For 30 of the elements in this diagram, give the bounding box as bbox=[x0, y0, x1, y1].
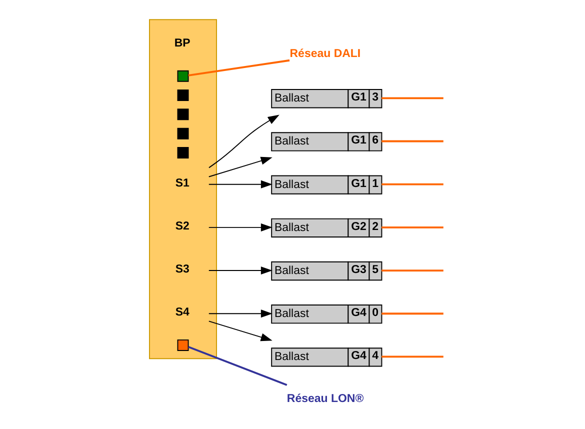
node-box bbox=[176, 146, 188, 158]
arrow bbox=[208, 310, 272, 318]
arrow bbox=[208, 180, 272, 188]
node-text: S4 bbox=[174, 306, 189, 319]
node-box bbox=[176, 108, 188, 120]
connector bbox=[188, 346, 287, 386]
connector bbox=[381, 270, 443, 272]
connector bbox=[381, 312, 443, 315]
node-text: BP bbox=[174, 38, 190, 50]
connector bbox=[381, 140, 443, 142]
connector bbox=[381, 226, 443, 228]
node-text: Réseau DALI bbox=[289, 48, 360, 60]
connector bbox=[381, 97, 443, 100]
arrow bbox=[208, 156, 272, 178]
arrow bbox=[208, 266, 272, 275]
node-text: S1 bbox=[174, 177, 189, 190]
arrow bbox=[208, 114, 279, 168]
cluster bbox=[148, 19, 216, 360]
connector bbox=[381, 356, 443, 358]
arrow bbox=[208, 223, 272, 232]
node-text: Réseau LON® bbox=[286, 392, 364, 405]
connector bbox=[188, 59, 290, 76]
node-box bbox=[176, 128, 188, 140]
node-box bbox=[176, 70, 188, 82]
node-text: S2 bbox=[174, 220, 189, 232]
node-text: S3 bbox=[174, 264, 189, 276]
connector bbox=[381, 183, 443, 186]
arrow bbox=[208, 320, 272, 342]
node-box bbox=[176, 339, 188, 351]
node-box bbox=[176, 90, 188, 102]
